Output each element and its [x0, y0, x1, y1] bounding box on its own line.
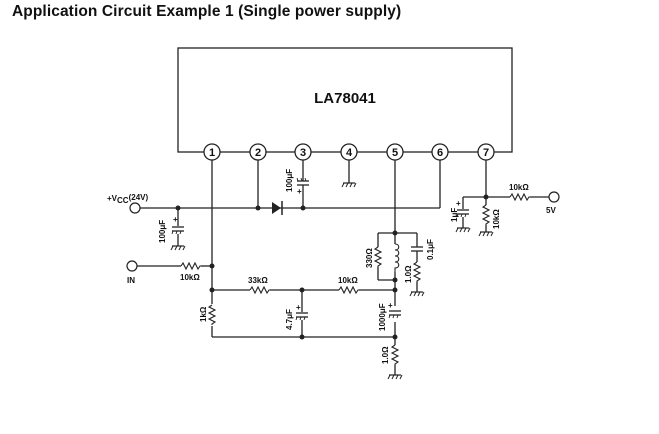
output-network: [374, 230, 425, 297]
label-r-1-0-bottom: 1.0Ω: [381, 346, 390, 364]
input-terminal: [126, 260, 138, 272]
resistor-1-0-bottom: [391, 344, 399, 366]
label-r-1k: 1kΩ: [199, 306, 208, 322]
input-path: [126, 260, 215, 272]
label-c-1u: 1μF: [450, 208, 459, 222]
label-r-10k-pin7: 10kΩ: [492, 209, 501, 229]
svg-text:+: +: [297, 187, 302, 196]
output-label: 5V: [546, 206, 556, 215]
label-r-snubber: 1.0Ω: [404, 265, 413, 283]
svg-text:2: 2: [255, 147, 261, 159]
label-c-1000: 1000μF: [378, 303, 387, 331]
pin4-ground: [341, 160, 357, 188]
label-r-330: 330Ω: [365, 248, 374, 268]
page-title: Application Circuit Example 1 (Single po…: [12, 3, 402, 20]
label-r-10k-out: 10kΩ: [509, 183, 529, 192]
svg-text:5: 5: [392, 147, 398, 159]
pin-3: 3: [294, 143, 312, 161]
vcc-terminal: [129, 202, 141, 214]
pin7-network: +: [455, 160, 560, 237]
capacitor-vcc: +: [170, 205, 186, 251]
pin-7: 7: [477, 143, 495, 161]
svg-text:7: 7: [483, 147, 489, 159]
svg-text:+: +: [296, 303, 301, 312]
svg-text:4: 4: [346, 147, 353, 159]
label-c-vcc: 100μF: [158, 220, 167, 243]
pin-4: 4: [340, 143, 358, 161]
coil-icon: [394, 243, 400, 272]
svg-text:+: +: [173, 215, 178, 224]
label-r-33k: 33kΩ: [248, 276, 268, 285]
input-label: IN: [127, 276, 135, 285]
feedback-row: [209, 286, 398, 294]
vcc-label: +VCC(24V): [107, 193, 148, 205]
capacitor-4-7: +: [295, 290, 309, 340]
label-c-pin3: 100μF: [285, 169, 294, 192]
svg-text:1: 1: [209, 147, 215, 159]
svg-text:+: +: [388, 301, 393, 310]
svg-text:3: 3: [300, 147, 306, 159]
label-r-in: 10kΩ: [180, 273, 200, 282]
label-c-4-7: 4.7μF: [285, 309, 294, 330]
output-terminal: [548, 191, 560, 203]
pin-1: 1: [203, 143, 221, 161]
vcc-rail: [129, 160, 441, 214]
pin-5: 5: [386, 143, 404, 161]
pin-6: 6: [431, 143, 449, 161]
capacitor-pin3: +: [296, 160, 309, 208]
ic-name: LA78041: [314, 90, 376, 107]
label-r-10k-mid: 10kΩ: [338, 276, 358, 285]
diode-path: [255, 160, 306, 215]
label-c-0-1: 0.1μF: [426, 239, 435, 260]
svg-text:+: +: [456, 199, 461, 208]
svg-text:6: 6: [437, 147, 443, 159]
pin-2: 2: [249, 143, 267, 161]
